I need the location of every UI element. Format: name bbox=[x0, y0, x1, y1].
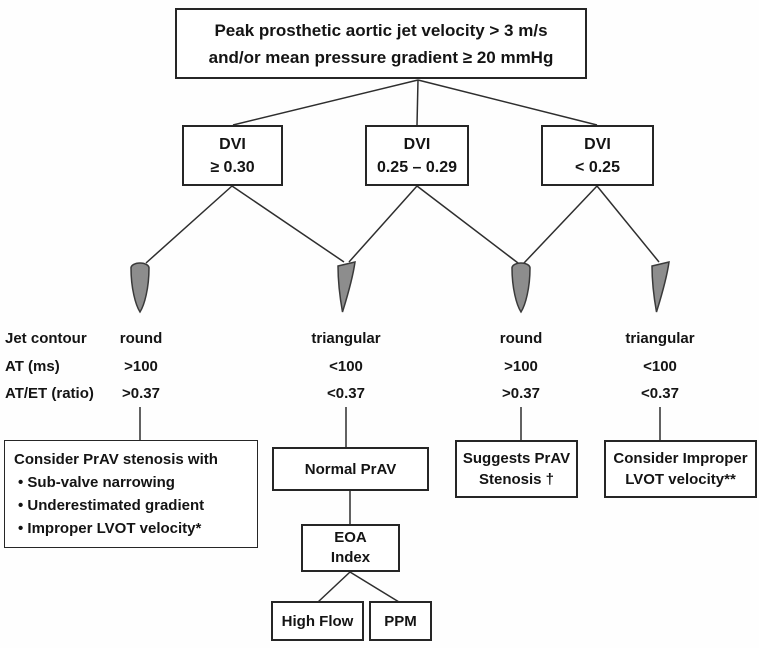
eoa-index-line2: Index bbox=[330, 549, 371, 566]
high-flow-label: High Flow bbox=[281, 612, 354, 630]
consider-improper-lvot-line2: LVOT velocity** bbox=[625, 471, 736, 488]
jet-contour-value: triangular bbox=[311, 330, 381, 347]
at-et-value: <0.37 bbox=[641, 385, 679, 402]
suggests-prav-stenosis-box: Suggests PrAV Stenosis † bbox=[455, 440, 578, 498]
dvi-value: 0.25 – 0.29 bbox=[376, 158, 458, 176]
dvi-value: < 0.25 bbox=[575, 158, 620, 176]
at-value: >100 bbox=[504, 358, 538, 375]
suggests-prav-stenosis-line2: Stenosis † bbox=[478, 471, 555, 488]
normal-prav-box: Normal PrAV bbox=[272, 447, 429, 491]
at-et-value: >0.37 bbox=[122, 385, 160, 402]
at-et-value: >0.37 bbox=[502, 385, 540, 402]
dvi-box-ge-030: DVI ≥ 0.30 bbox=[182, 125, 283, 186]
round-jet-contour-icon bbox=[130, 262, 150, 314]
dvi-value: ≥ 0.30 bbox=[210, 158, 255, 176]
at-value: >100 bbox=[124, 358, 158, 375]
normal-prav-label: Normal PrAV bbox=[304, 460, 397, 478]
high-flow-box: High Flow bbox=[271, 601, 364, 641]
jet-contour-value: round bbox=[499, 330, 543, 347]
dvi-box-025-029: DVI 0.25 – 0.29 bbox=[365, 125, 469, 186]
ppm-box: PPM bbox=[369, 601, 432, 641]
dvi-label: DVI bbox=[219, 135, 246, 153]
consider-prav-stenosis-title: Consider PrAV stenosis with bbox=[14, 451, 218, 468]
ppm-label: PPM bbox=[384, 612, 417, 630]
root-condition-line2: and/or mean pressure gradient ≥ 20 mmHg bbox=[208, 47, 554, 67]
consider-improper-lvot-box: Consider Improper LVOT velocity** bbox=[604, 440, 757, 498]
bullet-subvalve-narrowing: • Sub-valve narrowing bbox=[18, 474, 175, 491]
root-condition-box: Peak prosthetic aortic jet velocity > 3 … bbox=[175, 8, 587, 79]
row-label-at: AT (ms) bbox=[5, 358, 60, 375]
row-label-at-et: AT/ET (ratio) bbox=[5, 385, 94, 402]
dvi-label: DVI bbox=[584, 135, 611, 153]
consider-improper-lvot-line1: Consider Improper bbox=[613, 450, 748, 467]
at-et-value: <0.37 bbox=[327, 385, 365, 402]
bullet-improper-lvot-velocity: • Improper LVOT velocity* bbox=[18, 520, 202, 537]
at-value: <100 bbox=[643, 358, 677, 375]
bullet-underestimated-gradient: • Underestimated gradient bbox=[18, 497, 205, 514]
jet-contour-value: triangular bbox=[625, 330, 695, 347]
consider-prav-stenosis-box: Consider PrAV stenosis with • Sub-valve … bbox=[4, 440, 258, 548]
suggests-prav-stenosis-line1: Suggests PrAV bbox=[462, 450, 571, 467]
round-jet-contour-icon bbox=[511, 262, 531, 314]
dvi-label: DVI bbox=[403, 135, 431, 153]
triangular-jet-contour-icon bbox=[337, 261, 356, 313]
eoa-index-line1: EOA bbox=[334, 529, 367, 546]
at-value: <100 bbox=[329, 358, 363, 375]
eoa-index-box: EOA Index bbox=[301, 524, 400, 572]
triangular-jet-contour-icon bbox=[651, 261, 670, 313]
jet-contour-value: round bbox=[119, 330, 163, 347]
dvi-box-lt-025: DVI < 0.25 bbox=[541, 125, 654, 186]
row-label-jet-contour: Jet contour bbox=[5, 330, 87, 347]
root-condition-line1: Peak prosthetic aortic jet velocity > 3 … bbox=[214, 20, 548, 40]
